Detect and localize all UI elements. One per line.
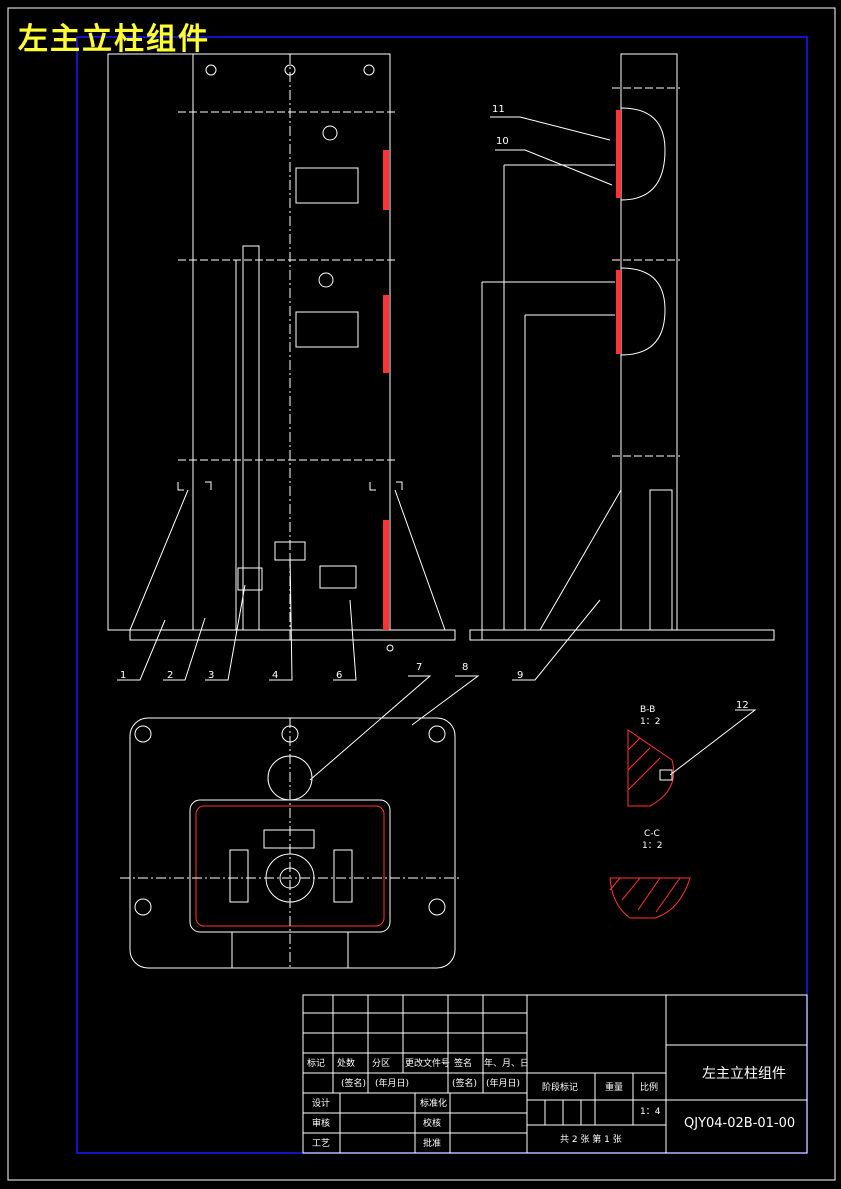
role-design: 设计	[312, 1097, 330, 1109]
role-process: 工艺	[312, 1138, 330, 1149]
balloon-8: 8	[462, 662, 468, 673]
section-bb-title: B-B	[640, 705, 655, 715]
date-2: (年月日)	[486, 1077, 520, 1089]
rev-header-date: 年、月、日	[484, 1057, 529, 1069]
role-approve: 批准	[423, 1137, 441, 1149]
leader-lines	[117, 116, 757, 781]
outer-border	[7, 7, 836, 1181]
sign-1: (签名)	[341, 1077, 366, 1089]
balloon-7: 7	[416, 662, 422, 673]
balloon-11: 11	[492, 104, 505, 115]
role-check: 校核	[423, 1117, 441, 1129]
top-view	[120, 717, 460, 969]
scale-value: 1：4	[640, 1107, 661, 1117]
balloon-6: 6	[336, 670, 342, 681]
section-cc	[609, 877, 691, 919]
rev-header-docno: 更改文件号	[405, 1057, 450, 1069]
date-1: (年月日)	[375, 1077, 409, 1089]
side-view	[469, 53, 775, 641]
balloon-1: 1	[120, 670, 126, 681]
stage-label: 阶段标记	[542, 1081, 578, 1093]
drawing-number: QJY04-02B-01-00	[684, 1116, 795, 1131]
rev-header-mark: 标记	[307, 1057, 325, 1069]
rev-header-count: 处数	[337, 1057, 355, 1069]
sign-2: (签名)	[452, 1077, 477, 1089]
balloon-12: 12	[736, 700, 749, 711]
balloon-labels: 1 2 3 4 6 7 8 9 10 11 12	[120, 104, 749, 711]
weight-label: 重量	[605, 1081, 623, 1093]
section-bb-scale: 1：2	[640, 717, 660, 727]
section-cc-scale: 1：2	[642, 841, 662, 851]
section-cc-title: C-C	[644, 829, 660, 839]
title-block	[302, 994, 808, 1154]
sheet-count: 共 2 张 第 1 张	[560, 1133, 622, 1145]
role-standard: 标准化	[420, 1097, 447, 1109]
sheet-title: 左主立柱组件	[18, 22, 210, 57]
rev-header-zone: 分区	[372, 1058, 390, 1069]
section-bb	[627, 729, 675, 807]
role-review: 审核	[312, 1117, 330, 1129]
balloon-9: 9	[517, 670, 523, 681]
scale-label: 比例	[640, 1081, 658, 1093]
inner-border	[76, 36, 808, 1154]
balloon-3: 3	[208, 670, 214, 681]
balloon-4: 4	[272, 670, 278, 681]
balloon-2: 2	[167, 670, 173, 681]
balloon-10: 10	[496, 136, 509, 147]
front-view	[107, 53, 456, 652]
rev-header-sign: 签名	[454, 1057, 472, 1069]
title-block-text: 标记 处数 分区 更改文件号 签名 年、月、日 (签名) (年月日) (签名) …	[307, 1057, 661, 1149]
part-name: 左主立柱组件	[702, 1066, 786, 1082]
